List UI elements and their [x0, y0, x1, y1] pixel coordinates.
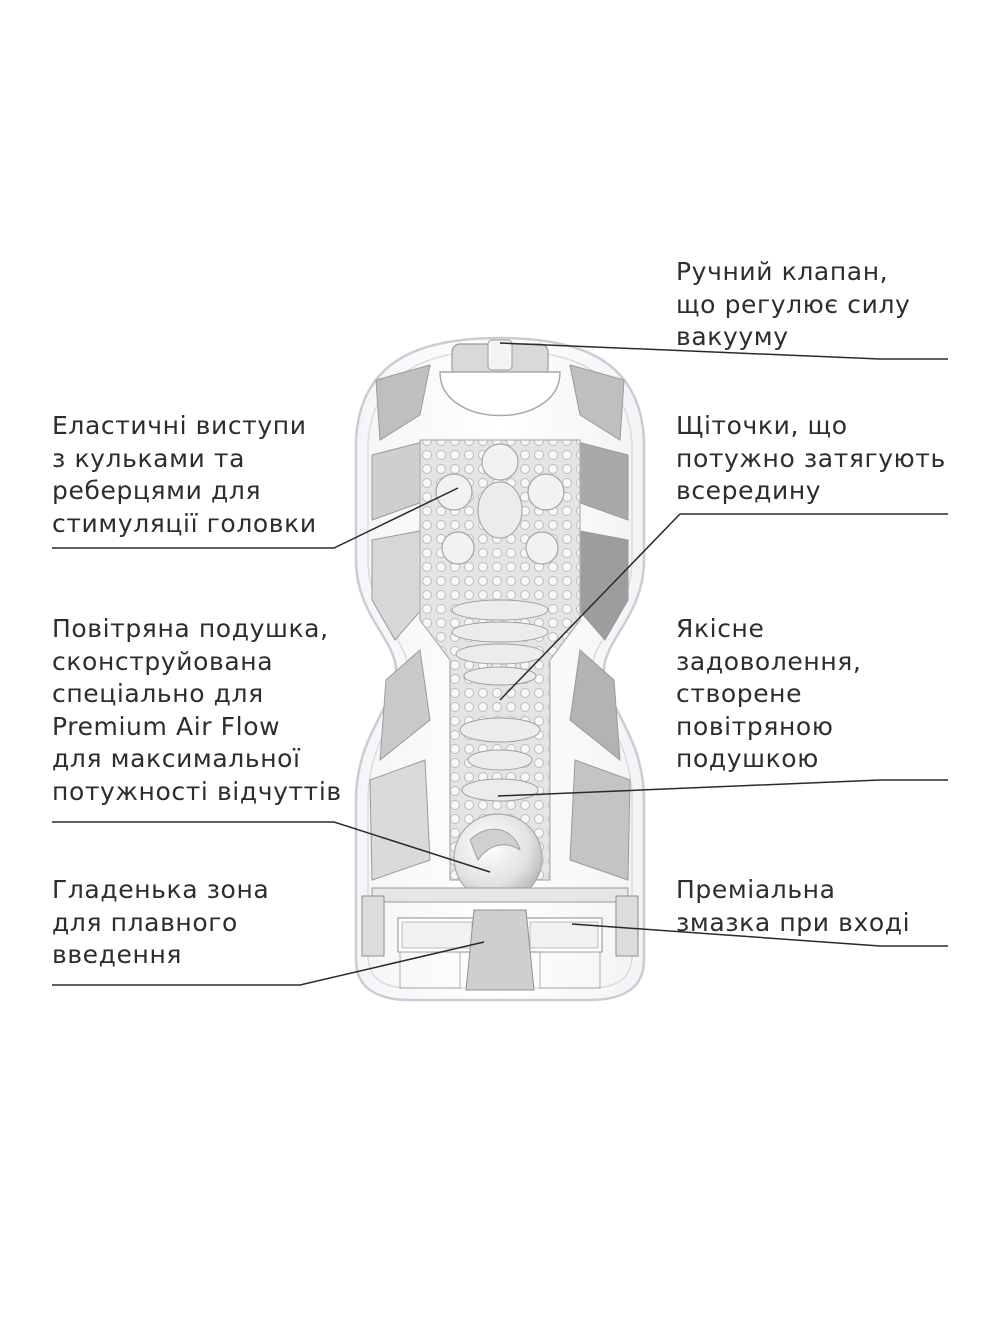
smooth-entry-channel [465, 909, 535, 991]
label-quality-pleasure: Якісне задоволення, створене повітряною … [676, 614, 862, 773]
label-smooth-zone: Гладенька зона для плавного введення [52, 875, 270, 969]
lubricant-pad [401, 921, 473, 949]
leader-line-air-cushion [52, 821, 491, 873]
leader-line-nubs [52, 487, 459, 549]
label-bristles: Щіточки, що потужно затягують всередину [676, 411, 946, 505]
entry-zone [361, 887, 639, 991]
leader-line-bristles [499, 513, 948, 701]
label-lubricant: Преміальна змазка при вході [676, 875, 911, 937]
leader-line-pleasure [497, 779, 948, 797]
vacuum-valve [439, 339, 561, 417]
twist-detail [469, 828, 521, 862]
stimulation-nubs [435, 443, 565, 565]
leader-lines [52, 342, 948, 986]
label-air-cushion: Повітряна подушка, сконструйована спеціа… [52, 614, 342, 806]
leader-line-lubricant [571, 923, 948, 947]
leader-line-valve [499, 342, 948, 360]
leader-line-smooth-zone [52, 941, 485, 986]
inner-wall-left [369, 364, 431, 881]
label-stimulation-nubs: Еластичні виступи з кульками та реберцям… [52, 411, 317, 538]
bristle-ribs [451, 481, 549, 802]
label-vacuum-valve: Ручний клапан, що регулює силу вакууму [676, 257, 911, 351]
inner-wall-right [569, 364, 631, 881]
